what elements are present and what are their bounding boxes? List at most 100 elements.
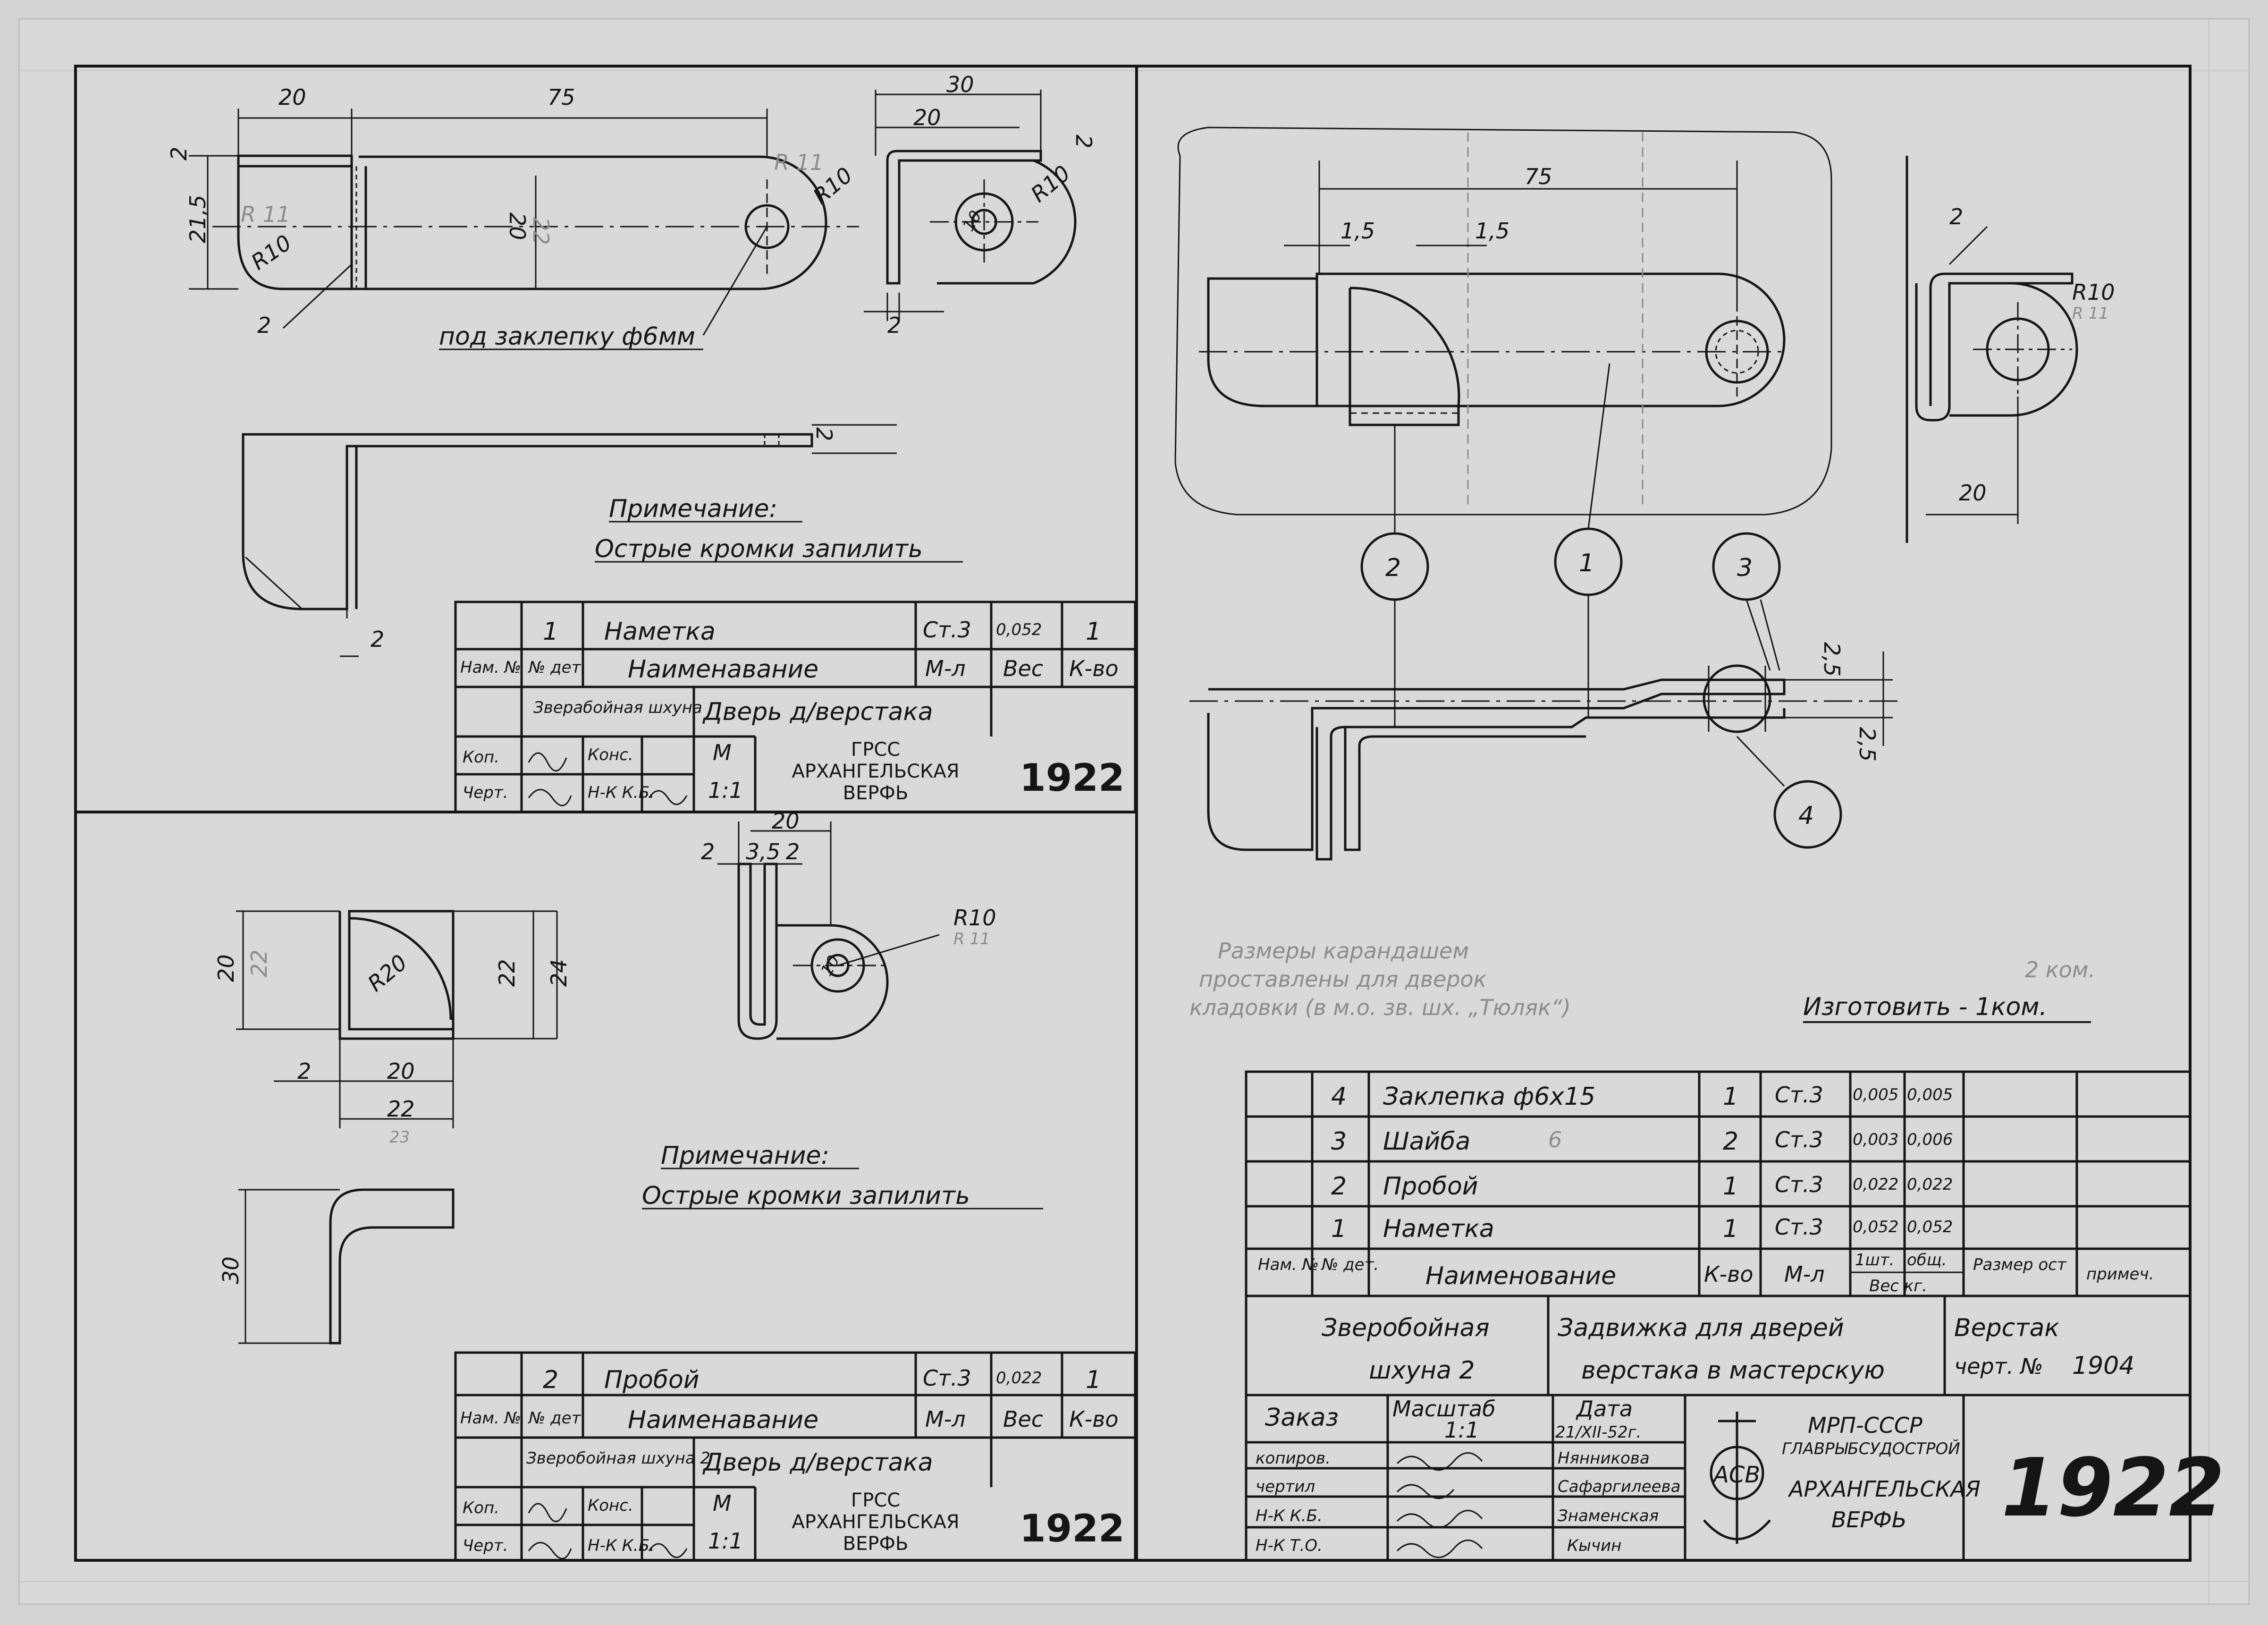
ref-label: Верстак: [1954, 1314, 2059, 1342]
bom-header-note: примеч.: [2086, 1265, 2154, 1284]
balloon-3: 3: [1737, 554, 1753, 582]
title-block-part2-text: 2 Пробой Ст.3 0,022 1 Нам. № № дет. Наим…: [460, 1365, 1125, 1559]
signatures: [528, 752, 688, 806]
bom-header-det: № дет.: [1321, 1255, 1379, 1274]
make-quantity: Изготовить - 1ком.: [1803, 993, 2047, 1021]
ref-number: 1904: [2072, 1352, 2134, 1380]
pencil-r11-corner: R 11: [241, 202, 290, 227]
bom-pencil-note: 6: [1548, 1127, 1562, 1152]
bom-row-w2: 0,005: [1907, 1085, 1953, 1104]
note-title: Примечание:: [661, 1142, 829, 1170]
dim-1-5-a: 1,5: [1341, 218, 1375, 244]
dim-2: 2: [1949, 204, 1963, 229]
product-name: Дверь д/верстака: [702, 1448, 933, 1477]
pencil-qty: 2 ком.: [2025, 957, 2095, 982]
vessel-line2: шхуна 2: [1369, 1356, 1475, 1385]
pencil-r11-tip: R 11: [774, 150, 824, 175]
bom-row-w1: 0,003: [1853, 1130, 1898, 1149]
bom-header-nom: Нам. №: [1258, 1255, 1319, 1274]
dim-21-5: 21,5: [185, 195, 211, 243]
bom-header-qty: К-во: [1704, 1261, 1754, 1287]
dim-20-side: 20: [772, 808, 800, 834]
dim-2-5-a: 2,5: [1819, 642, 1845, 677]
pencil-23: 23: [389, 1128, 410, 1147]
label-nk: Н-К К.Б.: [588, 1536, 655, 1555]
header-mat: М-л: [925, 1406, 966, 1432]
bom-row-qty: 2: [1723, 1127, 1738, 1156]
bom-row-qty: 1: [1723, 1083, 1738, 1111]
dim-20: 20: [213, 954, 239, 982]
org-name: ГРСС АРХАНГЕЛЬСКАЯ ВЕРФЬ: [792, 1490, 960, 1555]
assembly-notes: Размеры карандашем проставлены для дверо…: [1189, 938, 2095, 1023]
bom-table-rows: 4 Заклепка ф6х15 1 Ст.3 0,005 0,005 3 Ша…: [1258, 1082, 2154, 1295]
label-kons: Конс.: [588, 1496, 633, 1515]
logo-letters: АСВ: [1712, 1462, 1760, 1488]
bom-header-name: Наименование: [1425, 1262, 1616, 1290]
dim-2-elev: 2: [811, 427, 837, 441]
header-qty: К-во: [1069, 656, 1119, 681]
role-nk-kb: Н-К К.Б.: [1256, 1507, 1323, 1525]
signatures: [1396, 1452, 1483, 1558]
date-value: 21/XII-52г.: [1555, 1423, 1641, 1442]
dim-20: 20: [278, 85, 306, 110]
drawing-title-line2: верстака в мастерскую: [1581, 1356, 1885, 1385]
paper-grid: [19, 19, 2249, 1604]
bom-row-mat: Ст.3: [1775, 1214, 1823, 1240]
dim-2-side-b: 2: [786, 839, 800, 864]
pencil-r11: R 11: [2072, 304, 2109, 323]
bom-row-mat: Ст.3: [1775, 1082, 1823, 1108]
vessel-line1: Зверобойная: [1322, 1314, 1490, 1342]
dim-r10: R10: [953, 905, 996, 931]
bom-row-name: Пробой: [1383, 1172, 1478, 1201]
bom-row-w1: 0,052: [1853, 1218, 1898, 1236]
bom-row-mat: Ст.3: [1775, 1172, 1823, 1197]
order-label: Заказ: [1265, 1404, 1339, 1432]
org-line2: ГЛАВРЫБСУДОСТРОЙ: [1782, 1439, 1960, 1458]
vessel-name: Зверобойная шхуна 2: [526, 1449, 710, 1468]
date-label: Дата: [1576, 1396, 1633, 1422]
pencil-note-line3: кладовки (в м.о. зв. шх. „Тюляк“): [1189, 995, 1571, 1020]
dim-2: 2: [297, 1058, 311, 1084]
dim-2-side: 2: [701, 839, 715, 864]
bom-row-name: Заклепка ф6х15: [1383, 1083, 1595, 1111]
dim-2-elev-bottom: 2: [371, 626, 384, 652]
header-mat: М-л: [925, 656, 966, 681]
row-name: Пробой: [604, 1366, 700, 1394]
pencil-22: 22: [528, 217, 554, 245]
note-text: Острые кромки запилить: [595, 535, 923, 563]
bom-header-w2: общ.: [1907, 1251, 1947, 1270]
assembly-dimensions: 75 1,5 1,5 2 R10 R 11 20 2,5 2,5 2 1 3 4: [1341, 164, 2115, 830]
scale-m: М: [713, 1490, 732, 1516]
dim-3-5: 3,5: [746, 839, 780, 864]
dim-75: 75: [1525, 164, 1552, 189]
ref-no-label: черт. №: [1954, 1354, 2043, 1379]
dim-30: 30: [946, 72, 974, 97]
balloon-4: 4: [1798, 802, 1814, 830]
role-copy: копиров.: [1256, 1449, 1331, 1468]
org-name: ГРСС АРХАНГЕЛЬСКАЯ ВЕРФЬ: [792, 739, 960, 804]
dim-22: 22: [494, 959, 520, 987]
org-line3: АРХАНГЕЛЬСКАЯ: [1787, 1476, 1981, 1502]
dim-2-lower: 2: [257, 313, 271, 338]
scale-value: 1:1: [1444, 1417, 1479, 1443]
bom-row-num: 2: [1331, 1172, 1347, 1201]
org-line4: ВЕРФЬ: [1831, 1507, 1907, 1532]
bom-row-w1: 0,022: [1853, 1175, 1898, 1194]
row-name: Наметка: [604, 618, 716, 646]
signatures: [528, 1503, 688, 1559]
name-copy: Нянникова: [1558, 1449, 1650, 1468]
bom-row-w2: 0,022: [1907, 1175, 1953, 1194]
bom-row-w2: 0,052: [1907, 1218, 1953, 1236]
vessel-name: Зверабойная шхуна: [533, 698, 702, 717]
header-qty: К-во: [1069, 1406, 1119, 1432]
dim-1-5-b: 1,5: [1475, 218, 1509, 244]
scale-value: 1:1: [708, 778, 743, 803]
bom-row-w1: 0,005: [1853, 1085, 1898, 1104]
product-name: Дверь д/верстака: [702, 698, 933, 726]
label-kop: Коп.: [463, 748, 499, 767]
bom-header-weight-unit: Вес кг.: [1869, 1277, 1927, 1295]
label-nk: Н-К К.Б.: [588, 783, 655, 802]
title-block-part1: [454, 601, 1137, 813]
drawing-title-line1: Задвижка для дверей: [1558, 1314, 1844, 1342]
assembly-views: [1174, 127, 2078, 861]
